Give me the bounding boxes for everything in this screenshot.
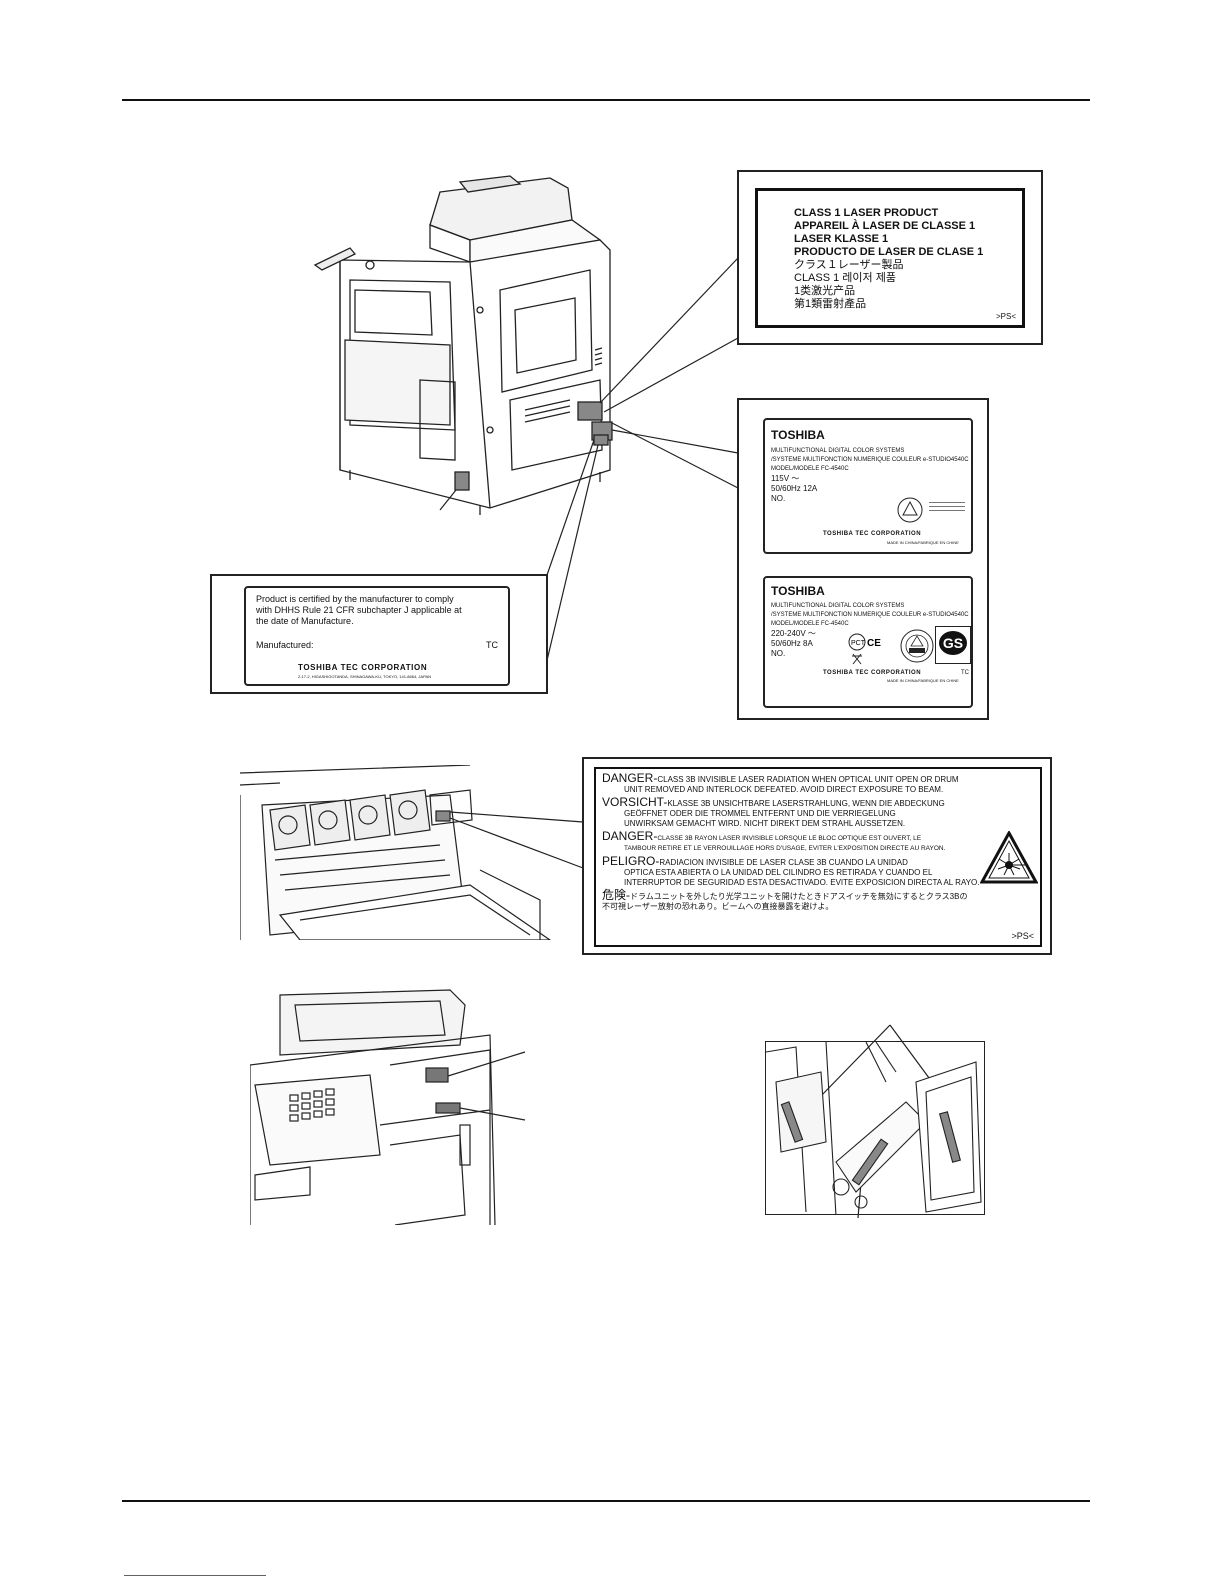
danger-text: UNWIRKSAM GEMACHT WIRD. NICHT DIREKT DEM… (624, 819, 906, 828)
laser-class-line: クラス１レーザー製品 (794, 259, 904, 271)
rating-model: MODEL/MODELE FC-4540C (771, 621, 849, 627)
cert-address: 2-17-2, HIGASHIGOTANDA, SHINAGAWA-KU, TO… (298, 674, 432, 679)
machine-front-illustration (250, 989, 496, 1225)
danger-text: 不可視レーザー放射の恐れあり。ビームへの直接暴露を避けよ。 (602, 902, 834, 911)
danger-text: TAMBOUR RETIRE ET LE VERROUILLAGE HORS D… (624, 845, 946, 852)
certification-label: Product is certified by the manufacturer… (210, 574, 548, 694)
danger-label-frame: DANGER-CLASS 3B INVISIBLE LASER RADIATIO… (594, 767, 1042, 947)
danger-text: OPTICA ESTA ABIERTA O LA UNIDAD DEL CILI… (624, 868, 933, 877)
cert-maker: TOSHIBA TEC CORPORATION (298, 663, 428, 672)
danger-laser-label: DANGER-CLASS 3B INVISIBLE LASER RADIATIO… (582, 757, 1052, 955)
interior-detail-illustration (765, 1041, 985, 1215)
svg-text:CE: CE (867, 638, 881, 649)
rating-line: /SYSTEME MULTIFONCTION NUMERIQUE COULEUR… (771, 612, 969, 618)
danger-code: >PS< (1011, 931, 1034, 941)
leader-lines-top (439, 257, 739, 691)
cert-text: with DHHS Rule 21 CFR subchapter J appli… (256, 605, 462, 615)
machine-rear-illustration (313, 175, 613, 515)
laser-class-line: PRODUCTO DE LASER DE CLASE 1 (794, 246, 984, 258)
rating-maker: TOSHIBA TEC CORPORATION (823, 531, 922, 537)
rating-number: NO. (771, 494, 786, 503)
safety-mark-icon (897, 497, 923, 523)
danger-text: KLASSE 3B UNSICHTBARE LASERSTRAHLUNG, WE… (667, 799, 945, 808)
laser-class-label-frame: CLASS 1 LASER PRODUCT APPAREIL À LASER D… (755, 188, 1025, 328)
rating-tc: TC (961, 670, 969, 676)
footer-rule (122, 1500, 1090, 1502)
rating-line: /SYSTEME MULTIFONCTION NUMERIQUE COULEUR… (771, 457, 969, 463)
leader-lines-middle (449, 811, 584, 869)
footer-link-underline[interactable] (124, 1575, 266, 1576)
rating-frequency: 50/60Hz 8A (771, 639, 813, 648)
danger-text: RADIACION INVISIBLE DE LASER CLASE 3B CU… (659, 858, 908, 867)
laser-class-code: >PS< (995, 312, 1016, 321)
cert-tc: TC (486, 640, 498, 650)
rating-number: NO. (771, 649, 786, 658)
header-rule (122, 99, 1090, 101)
open-front-illustration (240, 765, 552, 940)
tuv-mark-icon (900, 629, 934, 663)
danger-text: UNIT REMOVED AND INTERLOCK DEFEATED. AVO… (624, 785, 944, 794)
brand-logo: TOSHIBA (771, 584, 825, 598)
cert-mark-text (929, 500, 965, 516)
laser-class-line: LASER KLASSE 1 (794, 233, 889, 245)
laser-class-label: CLASS 1 LASER PRODUCT APPAREIL À LASER D… (737, 170, 1043, 345)
interior-detail-drawing (766, 1042, 982, 1214)
danger-heading: PELIGRO- (602, 854, 660, 868)
certification-label-inner: Product is certified by the manufacturer… (244, 586, 510, 686)
cert-text: Product is certified by the manufacturer… (256, 594, 454, 604)
rating-line: MULTIFUNCTIONAL DIGITAL COLOR SYSTEMS (771, 603, 905, 609)
cert-text: the date of Manufacture. (256, 616, 354, 626)
rating-origin: MADE IN CHINA/FABRIQUE EN CHINE (887, 540, 959, 545)
gs-mark-text: GS (939, 631, 967, 655)
rating-maker: TOSHIBA TEC CORPORATION (823, 670, 922, 676)
laser-class-line: 1类激光产品 (794, 285, 856, 297)
danger-text: CLASS 3B INVISIBLE LASER RADIATION WHEN … (657, 775, 959, 784)
gs-mark-icon: GS (935, 626, 971, 664)
brand-logo: TOSHIBA (771, 428, 825, 442)
rating-model: MODEL/MODELE FC-4540C (771, 466, 849, 472)
rating-label-115v: TOSHIBA MULTIFUNCTIONAL DIGITAL COLOR SY… (763, 418, 973, 554)
danger-text: CLASSE 3B RAYON LASER INVISIBLE LORSQUE … (657, 835, 922, 842)
rating-voltage: 115V ～ (771, 474, 800, 483)
svg-text:PCT: PCT (851, 640, 866, 647)
pct-mark-icon: PCT CE (848, 633, 881, 665)
danger-text: ドラムユニットを外したり光学ユニットを開けたときドアスイッチを無効にするとクラス… (630, 892, 968, 901)
laser-class-line: CLASS 1 레이저 제품 (794, 272, 896, 284)
rating-labels-panel: TOSHIBA MULTIFUNCTIONAL DIGITAL COLOR SY… (737, 398, 989, 720)
laser-class-line: APPAREIL À LASER DE CLASSE 1 (794, 220, 976, 232)
rating-frequency: 50/60Hz 12A (771, 484, 818, 493)
danger-heading: VORSICHT- (602, 795, 668, 809)
laser-warning-icon (980, 831, 1038, 884)
rating-origin: MADE IN CHINA/FABRIQUE EN CHINE (887, 678, 959, 683)
laser-class-line: CLASS 1 LASER PRODUCT (794, 207, 939, 219)
cert-manufactured: Manufactured: (256, 640, 314, 650)
danger-text: INTERRUPTOR DE SEGURIDAD ESTA DESACTIVAD… (624, 878, 980, 887)
leader-lines-bottom (447, 1024, 961, 1219)
danger-heading: 危険- (602, 888, 630, 902)
rating-line: MULTIFUNCTIONAL DIGITAL COLOR SYSTEMS (771, 448, 905, 454)
rating-label-220v: TOSHIBA MULTIFUNCTIONAL DIGITAL COLOR SY… (763, 576, 973, 708)
danger-heading: DANGER- (602, 829, 658, 843)
danger-heading: DANGER- (602, 771, 658, 785)
rating-voltage: 220-240V ～ (771, 629, 816, 638)
laser-class-line: 第1類雷射產品 (794, 298, 867, 310)
danger-text: GEÖFFNET ODER DIE TROMMEL ENTFERNT UND D… (624, 809, 896, 818)
